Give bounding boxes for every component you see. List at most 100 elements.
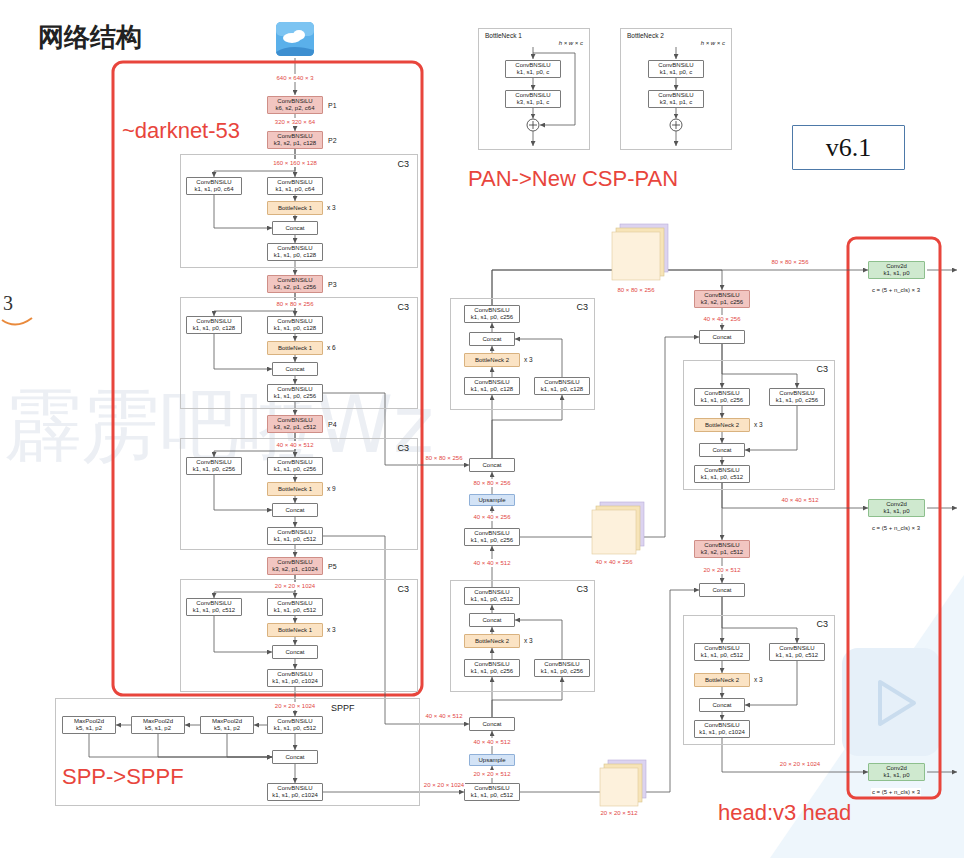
module-group: C3ConvBNSiLUk1, s1, p0, c256ConcatBottle… <box>450 298 595 410</box>
block-text: MaxPool2d <box>143 718 173 725</box>
dimension-label: 40 × 40 × 256 <box>702 315 741 323</box>
block-text: ConvBNSiLU <box>515 62 550 69</box>
repeat-count: x 3 <box>327 626 336 634</box>
block-text: Concat <box>712 702 731 709</box>
block-text: Upsample <box>478 757 505 764</box>
connector <box>214 195 272 228</box>
stage-label: P5 <box>328 562 337 571</box>
module-group: BottleNeck 1h × w × cConvBNSiLUk1, s1, p… <box>478 28 590 150</box>
block-text: BottleNeck 2 <box>705 677 739 684</box>
block-text: k1, s1, p0, c256 <box>701 397 743 404</box>
block-text: k1, s1, p0, c1024 <box>272 678 318 685</box>
block-text: k3, s2, p1, c256 <box>274 284 316 291</box>
connector <box>89 734 272 757</box>
connector <box>295 659 296 669</box>
block-text: k1, s1, p0, c512 <box>471 792 513 799</box>
conv-block: ConvBNSiLUk3, s1, p1, c <box>505 90 561 108</box>
block-text: ConvBNSiLU <box>277 529 312 536</box>
group-heading: h × w × c <box>701 40 725 47</box>
connector <box>295 376 296 384</box>
block-text: ConvBNSiLU <box>277 318 312 325</box>
stage-label: P3 <box>328 280 337 289</box>
block-text: k1, s1, p0, c512 <box>274 607 316 614</box>
block-text: k5, s1, p2 <box>145 725 171 732</box>
downsample-conv: ConvBNSiLUk6, s2, p2, c64 <box>267 96 323 114</box>
bottleneck-block: BottleNeck 1 <box>267 623 323 637</box>
bottleneck-block: BottleNeck 1 <box>267 482 323 496</box>
dimension-label: 20 × 20 × 1024 <box>779 760 821 768</box>
connector <box>214 334 272 369</box>
block-text: Concat <box>285 366 304 373</box>
head-conv: Conv2dk1, s1, p0 <box>868 763 925 781</box>
connector <box>295 637 296 645</box>
group-heading: SPPF <box>331 703 355 714</box>
conv-block: ConvBNSiLUk1, s1, p0, c256 <box>534 659 590 677</box>
dimension-label: 40 × 40 × 512 <box>472 738 511 746</box>
conv-block: ConvBNSiLUk1, s1, p0, c512 <box>694 643 750 661</box>
block-text: ConvBNSiLU <box>196 179 231 186</box>
connector <box>295 616 296 623</box>
block-text: ConvBNSiLU <box>277 277 312 284</box>
block-text: ConvBNSiLU <box>779 390 814 397</box>
head-output-wires <box>927 270 957 772</box>
connector <box>722 457 723 465</box>
dimension-label: 80 × 80 × 256 <box>770 258 809 266</box>
block-text: k1, s1, p0, c1024 <box>699 729 745 736</box>
connector <box>214 475 272 510</box>
module-group: C3ConvBNSiLUk1, s1, p0, c256ConvBNSiLUk1… <box>180 438 418 550</box>
block-text: ConvBNSiLU <box>196 318 231 325</box>
downsample-conv: ConvBNSiLUk3, s2, p1, c512 <box>267 415 323 433</box>
conv-block: ConvBNSiLUk1, s1, p0, c256 <box>267 384 323 402</box>
dimension-label: 40 × 40 × 512 <box>780 496 819 504</box>
connector <box>185 725 200 726</box>
module-group: C3ConvBNSiLUk1, s1, p0, c512ConvBNSiLUk1… <box>180 579 418 692</box>
conv-block: ConvBNSiLUk1, s1, p0, c128 <box>267 243 323 261</box>
block-text: ConvBNSiLU <box>474 785 509 792</box>
group-heading: BottleNeck 1 <box>485 32 522 40</box>
conv-block: ConvBNSiLUk1, s1, p0, c128 <box>186 316 242 334</box>
block-text: ConvBNSiLU <box>196 459 231 466</box>
conv-block: ConvBNSiLUk1, s1, p0, c <box>505 60 561 78</box>
block-text: k3, s1, p1, c <box>517 99 549 106</box>
repeat-count: x 3 <box>524 637 533 645</box>
block-text: ConvBNSiLU <box>474 661 509 668</box>
group-heading: C3 <box>816 619 828 630</box>
conv-block: ConvBNSiLUk1, s1, p0, c512 <box>464 783 520 801</box>
conv-block: ConvBNSiLUk1, s1, p0, c256 <box>769 388 825 406</box>
connector <box>254 725 267 726</box>
downsample-conv: ConvBNSiLUk3, s2, p1, c128 <box>267 131 323 149</box>
concat-block: Concat <box>469 613 515 627</box>
conv-block: ConvBNSiLUk1, s1, p0, c256 <box>464 305 520 323</box>
connector <box>722 687 723 698</box>
block-text: Concat <box>285 649 304 656</box>
module-group: BottleNeck 2h × w × cConvBNSiLUk1, s1, p… <box>620 28 732 150</box>
connector <box>492 627 493 634</box>
conv-block: ConvBNSiLUk1, s1, p0, c512 <box>186 598 242 616</box>
annotation: head:v3 head <box>718 800 851 826</box>
stage-label: P4 <box>328 420 337 429</box>
block-text: k1, s1, p0, c128 <box>541 386 583 393</box>
repeat-count: x 6 <box>327 344 336 352</box>
group-heading: C3 <box>576 302 588 313</box>
conv-block: ConvBNSiLUk1, s1, p0, c512 <box>267 598 323 616</box>
block-text: k1, s1, p0, c512 <box>471 596 513 603</box>
group-heading: BottleNeck 2 <box>627 32 664 40</box>
conv-block: ConvBNSiLUk1, s1, p0, c64 <box>186 177 242 195</box>
block-text: Concat <box>712 447 731 454</box>
dimension-label: 20 × 20 × 1024 <box>274 702 316 710</box>
block-text: Concat <box>285 754 304 761</box>
connector <box>722 483 723 540</box>
block-text: ConvBNSiLU <box>704 292 739 299</box>
conv-block: ConvBNSiLUk1, s1, p0, c256 <box>464 528 520 546</box>
maxpool-block: MaxPool2dk5, s1, p2 <box>62 716 116 734</box>
block-text: ConvBNSiLU <box>704 645 739 652</box>
block-text: v6.1 <box>826 133 872 163</box>
block-text: k3, s2, p1, c512 <box>701 549 743 556</box>
block-text: BottleNeck 2 <box>475 357 509 364</box>
connector <box>323 536 469 724</box>
stage-label: P2 <box>328 136 337 145</box>
dimension-label: 40 × 40 × 256 <box>594 558 633 566</box>
block-text: ConvBNSiLU <box>704 390 739 397</box>
block-text: ConvBNSiLU <box>277 417 312 424</box>
block-text: k1, s1, p0, c256 <box>776 397 818 404</box>
